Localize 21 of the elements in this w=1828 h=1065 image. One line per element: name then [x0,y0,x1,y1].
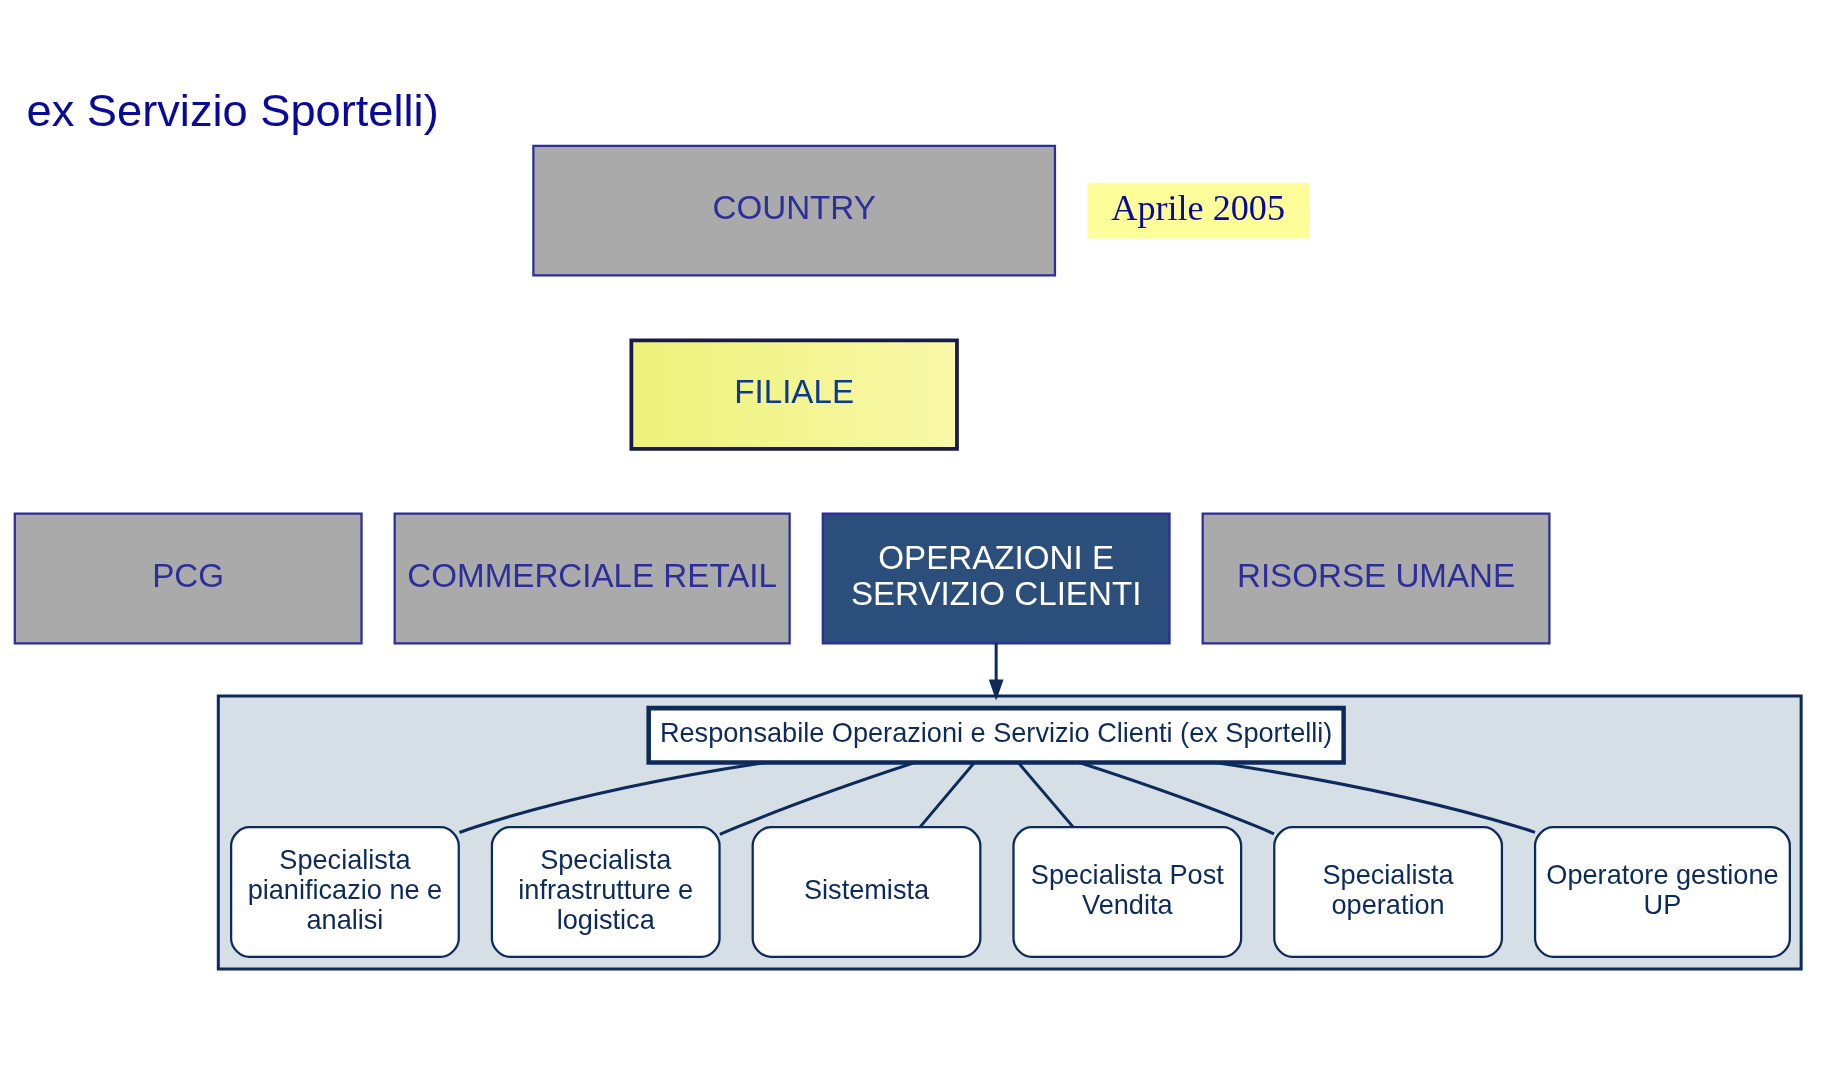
node-box: PCG [13,512,363,645]
arrow [988,643,1004,701]
node-box: FILIALE [629,338,959,451]
label: Aprile 2005 [1111,188,1286,228]
node-box: RISORSE UMANE [1201,512,1551,645]
node-box: Operatore gestione UP [1533,826,1791,958]
node-box: Specialista infrastrutture e logistica [490,826,721,958]
diagram-title: ex Servizio Sportelli) [26,85,439,137]
node-box: OPERAZIONI E SERVIZIO CLIENTI [821,512,1171,645]
node-box: Responsabile Operazioni e Servizio Clienti (ex Sportelli) [646,705,1346,765]
connector [1078,761,1275,836]
connector [1017,761,1075,829]
node-box: COMMERCIALE RETAIL [393,512,791,645]
node-box: Specialista pianificazio ne e analisi [230,826,460,958]
node-box: Specialista operation [1273,826,1504,958]
node-box: Specialista Post Vendita [1012,826,1243,958]
cluster [216,694,1803,971]
node-box: Sistemista [751,826,982,958]
node-box: COUNTRY [532,144,1057,277]
connector [719,761,916,836]
connector [918,761,976,829]
